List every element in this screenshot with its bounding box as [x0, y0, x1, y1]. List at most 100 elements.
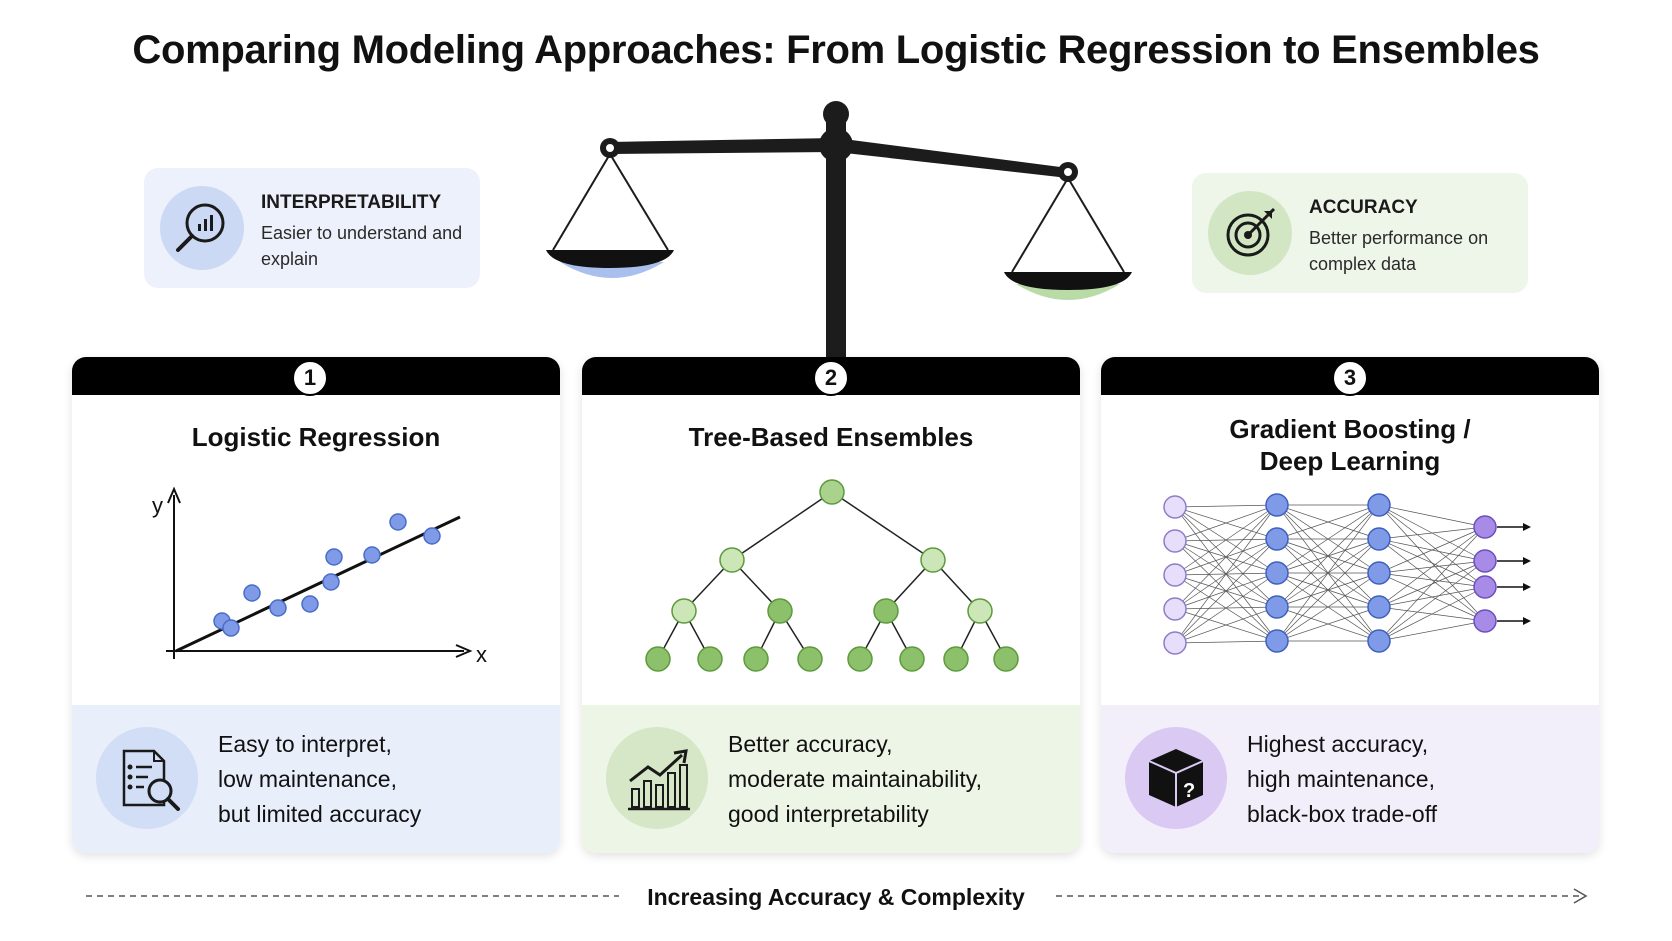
tree-node	[967, 598, 993, 624]
network-edge	[1378, 504, 1486, 588]
page-title: Comparing Modeling Approaches: From Logi…	[132, 28, 1540, 72]
accuracy-heading: ACCURACY	[1309, 197, 1418, 218]
card-summary: Easy to interpret, low maintenance, but …	[218, 731, 422, 827]
card-title: Gradient Boosting / Deep Learning	[1229, 414, 1471, 476]
tree-node	[671, 598, 697, 624]
interpretability-heading: INTERPRETABILITY	[261, 192, 442, 213]
magnifier-chart-icon	[160, 186, 244, 270]
network-edge	[1276, 572, 1380, 642]
balance-scale-icon	[546, 101, 1132, 368]
network-edge	[1378, 538, 1486, 588]
network-node	[1473, 549, 1497, 573]
tree-node	[993, 646, 1019, 672]
decision-tree-diagram	[645, 479, 1019, 672]
target-icon	[1208, 191, 1292, 275]
tree-node	[767, 598, 793, 624]
bar-chart-growth-icon	[606, 727, 708, 829]
network-node	[1265, 595, 1289, 619]
tree-node	[899, 646, 925, 672]
network-edge	[1378, 526, 1486, 642]
interpretability-text: Easier to understand and explain	[261, 223, 463, 269]
tree-node	[743, 646, 769, 672]
x-axis-label: x	[476, 642, 487, 667]
tree-node	[943, 646, 969, 672]
data-point	[363, 546, 381, 564]
network-edge	[1276, 606, 1380, 642]
complexity-label: Increasing Accuracy & Complexity	[647, 884, 1025, 910]
card-tree-ensembles: Tree-Based Ensembles	[582, 357, 1080, 853]
network-edge	[1276, 504, 1380, 642]
tree-node	[819, 479, 845, 505]
accuracy-box: ACCURACY Better performance on complex d…	[1192, 173, 1528, 293]
network-node	[1367, 527, 1391, 551]
data-point	[389, 513, 407, 531]
network-edge	[1174, 606, 1278, 644]
tree-node	[847, 646, 873, 672]
network-edge	[1276, 538, 1380, 642]
y-axis-label: y	[152, 493, 163, 518]
card-footer: Better accuracy, moderate maintainabilit…	[582, 705, 1080, 853]
network-node	[1367, 493, 1391, 517]
data-point	[243, 584, 261, 602]
tree-node	[873, 598, 899, 624]
network-edge	[1174, 504, 1278, 542]
step-badge-3: 3	[1332, 360, 1368, 396]
data-point	[325, 548, 343, 566]
tree-node	[920, 547, 946, 573]
scatter-regression-plot: y x	[152, 486, 487, 667]
output-arrowhead	[1523, 523, 1531, 531]
card-logistic-regression: Logistic Regression y x	[72, 357, 560, 853]
network-edge	[1378, 620, 1486, 642]
card-summary: Highest accuracy, high maintenance, blac…	[1247, 731, 1438, 827]
network-edge	[1378, 586, 1486, 642]
network-edge	[1378, 526, 1486, 540]
tree-node	[697, 646, 723, 672]
document-magnifier-icon	[96, 727, 198, 829]
card-footer: ? Highest accuracy, high maintenance, bl…	[1101, 705, 1599, 853]
network-edge	[1276, 504, 1380, 540]
neural-network-diagram	[1163, 493, 1531, 655]
network-edge	[1276, 504, 1380, 608]
network-node	[1163, 631, 1187, 655]
network-node	[1163, 529, 1187, 553]
complexity-arrow	[86, 888, 1588, 904]
data-point	[423, 527, 441, 545]
network-node	[1163, 563, 1187, 587]
step-badge-1: 1	[292, 360, 328, 396]
black-box-question-icon: ?	[1125, 727, 1227, 829]
data-point	[269, 599, 287, 617]
network-edge	[1378, 526, 1486, 574]
card-title: Tree-Based Ensembles	[688, 422, 974, 452]
network-node	[1163, 597, 1187, 621]
data-point	[301, 595, 319, 613]
network-edge	[1174, 504, 1278, 576]
network-edge	[1174, 504, 1278, 610]
card-footer: Easy to interpret, low maintenance, but …	[72, 705, 560, 853]
network-edge	[1174, 504, 1278, 644]
data-point	[222, 619, 240, 637]
network-edge	[1378, 560, 1486, 642]
network-node	[1367, 561, 1391, 585]
network-edge	[1174, 572, 1278, 644]
network-node	[1163, 495, 1187, 519]
card-summary: Better accuracy, moderate maintainabilit…	[728, 731, 982, 827]
interpretability-box: INTERPRETABILITY Easier to understand an…	[144, 168, 480, 288]
tree-node	[645, 646, 671, 672]
network-edge	[1378, 572, 1486, 588]
network-edge	[1378, 586, 1486, 608]
tree-node	[719, 547, 745, 573]
network-edge	[1276, 504, 1380, 574]
network-node	[1473, 609, 1497, 633]
accuracy-text: Better performance on complex data	[1309, 228, 1489, 274]
data-point	[322, 573, 340, 591]
svg-text:?: ?	[1183, 780, 1195, 802]
network-node	[1265, 527, 1289, 551]
tree-node	[797, 646, 823, 672]
network-edge	[1378, 504, 1486, 528]
network-node	[1367, 595, 1391, 619]
network-node	[1473, 575, 1497, 599]
output-arrowhead	[1523, 583, 1531, 591]
network-node	[1265, 493, 1289, 517]
network-edge	[1174, 640, 1278, 644]
network-node	[1473, 515, 1497, 539]
